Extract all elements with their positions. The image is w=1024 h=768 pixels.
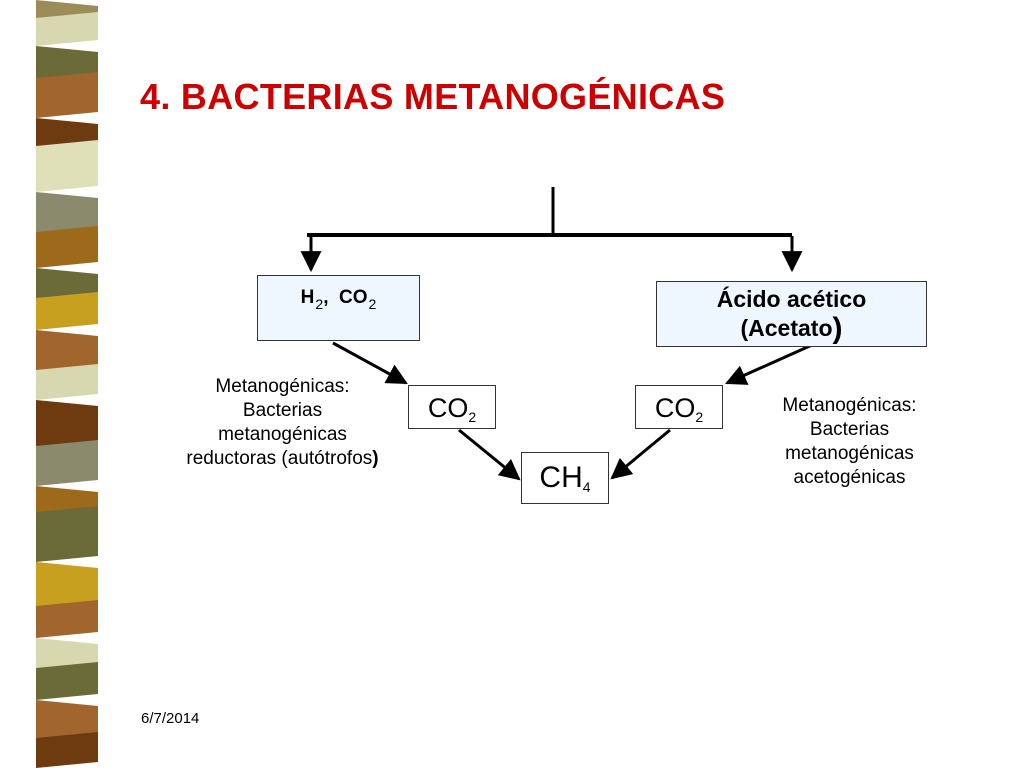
note-left-line4-close: ): [372, 448, 379, 469]
h-subscript: 2: [315, 296, 324, 312]
decorative-side-stripe: [0, 0, 118, 768]
arrow-co2-right-to-ch4: [610, 428, 671, 480]
box-ch4: CH4: [521, 452, 609, 504]
stripe-band: [36, 600, 98, 638]
note-right-line3: metanogénicas: [785, 443, 914, 464]
co2-right-subscript: 2: [695, 409, 704, 425]
stripe-band: [36, 440, 98, 486]
stripe-band: [36, 562, 98, 612]
stripe-band: [36, 226, 98, 268]
note-left-line3: metanogénicas: [218, 424, 347, 445]
box-co2-right: CO2: [635, 385, 723, 429]
stripe-band: [36, 700, 98, 744]
co-subscript: 2: [368, 296, 377, 312]
acetic-line2: (Acetato: [740, 315, 833, 341]
acetic-line1: Ácido acético: [716, 286, 867, 312]
note-left-line4: reductoras (autótrofos: [186, 448, 373, 469]
note-right-line4: acetogénicas: [793, 467, 906, 488]
co2-left-main: CO: [427, 393, 469, 423]
note-reductoras: Metanogénicas: Bacterias metanogénicas r…: [160, 375, 405, 471]
stripe-band: [36, 292, 98, 330]
note-left-line4-wrap: reductoras (autótrofos): [160, 447, 405, 471]
note-right-line2: Bacterias: [809, 419, 890, 440]
stripe-band: [36, 400, 98, 452]
note-left-line1: Metanogénicas:: [215, 376, 350, 397]
box-co2-left: CO2: [408, 385, 496, 429]
co2-left-subscript: 2: [468, 409, 477, 425]
ch4-subscript: 4: [582, 479, 591, 495]
footer-date: 6/7/2014: [141, 710, 200, 727]
arrow-acetic-to-co2: [725, 343, 813, 385]
slide-title: 4. BACTERIAS METANOGÉNICAS: [140, 76, 726, 117]
note-right-line1: Metanogénicas:: [782, 395, 917, 416]
box-acetic-acid: Ácido acético (Acetato): [656, 281, 927, 347]
acetic-line2-close: ): [832, 312, 843, 345]
separator: ,: [323, 287, 340, 308]
box-h2-co2: H2, CO2: [257, 275, 420, 341]
arrow-co2-left-to-ch4: [458, 428, 521, 481]
ch4-main: CH: [539, 461, 583, 494]
stripe-band: [36, 192, 98, 238]
co2-right-main: CO: [654, 393, 696, 423]
stripe-pattern: [36, 0, 118, 768]
stripe-band: [36, 12, 98, 46]
co-label: CO: [339, 287, 368, 308]
stripe-band: [36, 732, 98, 768]
stripe-edge: [98, 0, 118, 768]
stripe-band: [36, 140, 98, 192]
stripe-band: [36, 506, 98, 562]
stripe-band: [36, 72, 98, 118]
note-left-line2: Bacterias: [242, 400, 323, 421]
stripe-band: [36, 330, 98, 376]
h-label: H: [300, 287, 315, 308]
arrow-h2co2-to-co2: [332, 341, 408, 385]
acetic-line2-wrap: (Acetato): [657, 312, 926, 345]
stripe-band: [36, 662, 98, 700]
note-acetogenicas: Metanogénicas: Bacterias metanogénicas a…: [752, 394, 947, 490]
stripe-band: [36, 364, 98, 400]
